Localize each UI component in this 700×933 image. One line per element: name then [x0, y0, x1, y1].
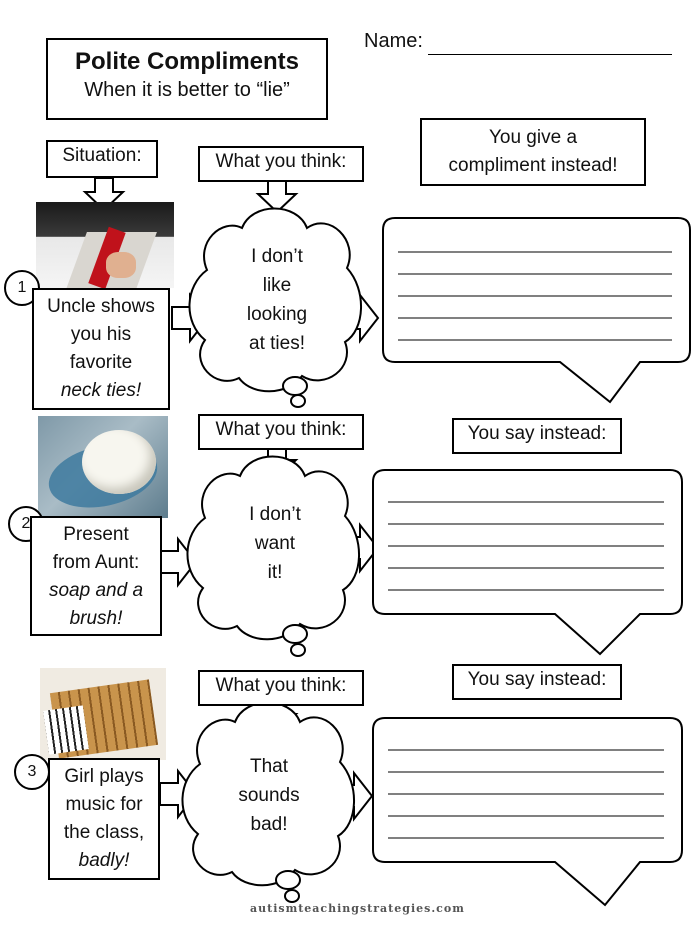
thought-2-line3: it!	[267, 562, 283, 583]
situation-1-line3: favorite	[69, 352, 133, 373]
think-header-2: What you think:	[198, 414, 364, 450]
compliment-header: You give a compliment instead!	[420, 118, 646, 186]
row2-thought-cloud	[186, 455, 361, 657]
situation-2-line2: from Aunt:	[52, 552, 140, 573]
thought-text-2: I don’t want it!	[220, 500, 330, 587]
thought-2-line1: I don’t	[249, 504, 301, 525]
think-header-3: What you think:	[198, 670, 364, 706]
situation-header: Situation:	[46, 140, 158, 178]
situation-box-3: Girl plays music for the class, badly!	[48, 758, 160, 880]
worksheet-title: Polite Compliments	[74, 48, 300, 75]
row3-speech-bubble	[372, 717, 683, 907]
photo-accordion	[40, 668, 166, 760]
worksheet-subtitle: When it is better to “lie”	[84, 79, 290, 101]
thought-2-line2: want	[254, 533, 296, 554]
watermark: autismteachingstrategies.com	[250, 902, 465, 915]
situation-box-2: Present from Aunt: soap and a brush!	[30, 516, 162, 636]
situation-2-line1: Present	[63, 524, 129, 545]
row1-speech-bubble	[382, 217, 691, 404]
situation-2-line3: soap and a	[48, 580, 144, 601]
thought-text-3: That sounds bad!	[214, 752, 324, 839]
situation-3-line2: music for	[65, 794, 143, 815]
row2-speech-bubble	[372, 469, 683, 656]
thought-3-line2: sounds	[238, 785, 300, 806]
situation-3-line4: badly!	[78, 850, 130, 871]
photo-soap	[38, 416, 168, 518]
row1-thought-cloud	[188, 207, 363, 408]
thought-1-line2: like	[262, 275, 292, 296]
say-instead-header-3: You say instead:	[452, 664, 622, 700]
row3-thought-cloud	[181, 701, 356, 903]
situation-1-line2: you his	[70, 324, 132, 345]
scenario-number-3: 3	[14, 754, 50, 790]
thought-1-line3: looking	[246, 304, 308, 325]
thought-1-line1: I don’t	[251, 246, 303, 267]
name-line-field[interactable]	[428, 54, 672, 55]
situation-3-line1: Girl plays	[64, 766, 144, 787]
compliment-header-line2: compliment instead!	[448, 155, 618, 176]
thought-3-line3: bad!	[250, 814, 288, 835]
photo-neck-tie	[36, 202, 174, 288]
situation-box-1: Uncle shows you his favorite neck ties!	[32, 288, 170, 410]
thought-1-line4: at ties!	[249, 333, 305, 354]
thought-3-line1: That	[249, 756, 289, 777]
think-header-1: What you think:	[198, 146, 364, 182]
situation-2-line4: brush!	[69, 608, 123, 629]
title-box: Polite Compliments When it is better to …	[46, 38, 328, 120]
thought-text-1: I don’t like looking at ties!	[222, 242, 332, 358]
say-instead-header-2: You say instead:	[452, 418, 622, 454]
situation-3-line3: the class,	[63, 822, 145, 843]
situation-1-line4: neck ties!	[60, 380, 142, 401]
name-label: Name:	[364, 30, 423, 52]
compliment-header-line1: You give a	[488, 127, 578, 148]
situation-1-line1: Uncle shows	[47, 296, 155, 317]
